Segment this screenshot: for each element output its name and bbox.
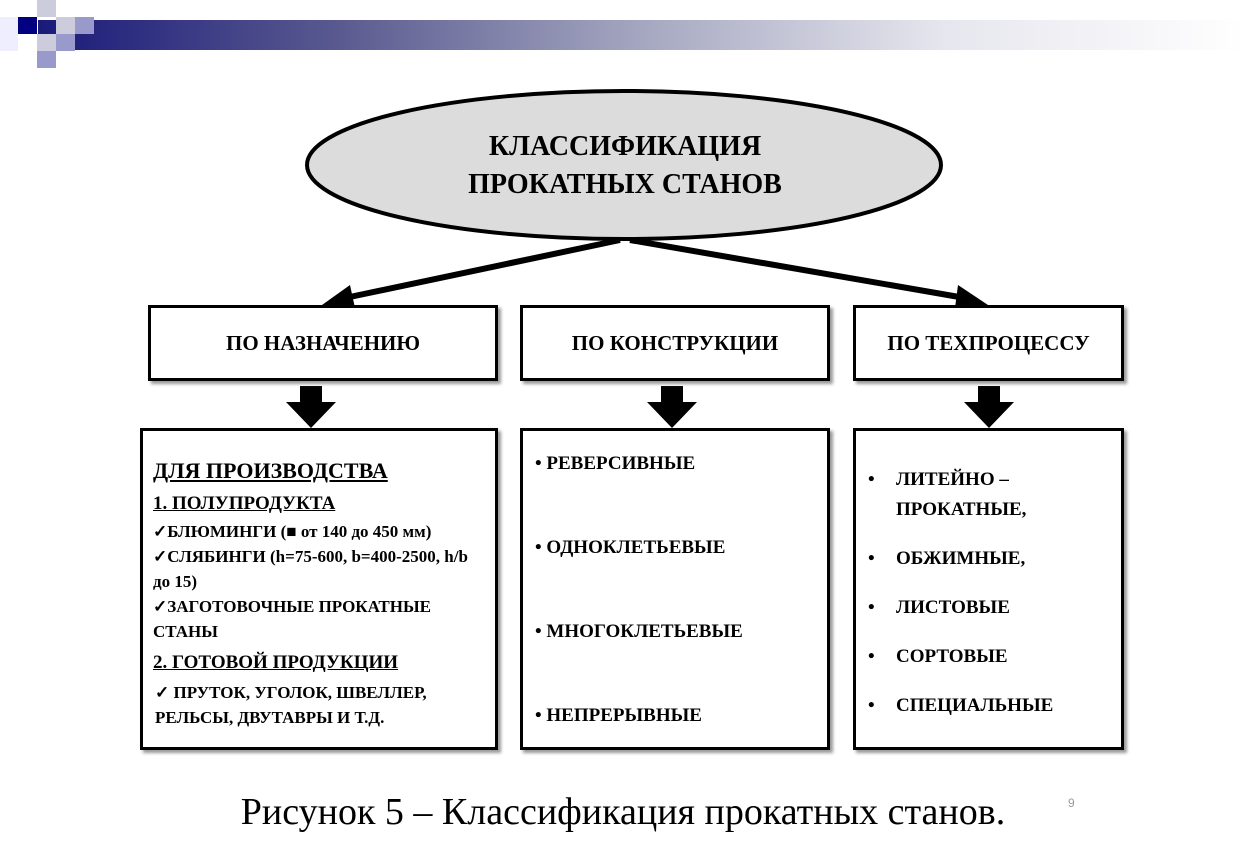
- arrow-head-right: [955, 285, 988, 308]
- arrow-head-left: [322, 285, 355, 308]
- purpose-sub1: 1. ПОЛУПРОДУКТА: [153, 493, 336, 514]
- decor-square: [0, 17, 18, 51]
- list-item: •СПЕЦИАЛЬНЫЕ: [868, 691, 1111, 721]
- decor-square: [37, 51, 56, 68]
- category-label: ПО НАЗНАЧЕНИЮ: [225, 330, 421, 355]
- category-process: ПО ТЕХПРОЦЕССУ: [853, 305, 1124, 381]
- item-text: РЕВЕРСИВНЫЕ: [546, 453, 696, 474]
- category-purpose: ПО НАЗНАЧЕНИЮ: [148, 305, 498, 381]
- arrow-line-left: [344, 237, 621, 301]
- purpose-sub2: 2. ГОТОВОЙ ПРОДУКЦИИ: [153, 652, 399, 673]
- list-item: ✓ЗАГОТОВОЧНЫЕ ПРОКАТНЫЕ СТАНЫ: [153, 597, 432, 641]
- arrow-line-right: [629, 237, 966, 301]
- item-text: СОРТОВЫЕ: [896, 646, 1008, 667]
- decor-square: [18, 17, 37, 34]
- category-label: ПО КОНСТРУКЦИИ: [571, 330, 779, 355]
- category-construction: ПО КОНСТРУКЦИИ: [520, 305, 830, 381]
- list-item: • ОДНОКЛЕТЬЕВЫЕ: [535, 537, 726, 558]
- title-line-1: КЛАССИФИКАЦИЯ: [488, 131, 762, 162]
- construction-details: • РЕВЕРСИВНЫЕ • ОДНОКЛЕТЬЕВЫЕ • МНОГОКЛЕ…: [520, 428, 830, 750]
- title-ellipse: [305, 89, 943, 241]
- down-arrow: [647, 386, 697, 428]
- decor-square: [56, 34, 75, 51]
- decor-square: [37, 0, 56, 17]
- item-text: МНОГОКЛЕТЬЕВЫЕ: [546, 621, 743, 642]
- title-line-2: ПРОКАТНЫХ СТАНОВ: [468, 169, 782, 200]
- purpose-details: ДЛЯ ПРОИЗВОДСТВА 1. ПОЛУПРОДУКТА ✓БЛЮМИН…: [140, 428, 498, 750]
- list-item: •СОРТОВЫЕ: [868, 642, 1111, 672]
- page-number: 9: [1068, 796, 1075, 810]
- down-arrow: [286, 386, 336, 428]
- item-text: ЛИСТОВЫЕ: [896, 597, 1010, 618]
- header-gradient-bar: [38, 20, 1246, 50]
- list-item: • МНОГОКЛЕТЬЕВЫЕ: [535, 621, 743, 642]
- list-item: •ЛИТЕЙНО – ПРОКАТНЫЕ,: [868, 465, 1111, 525]
- item-text: СПЕЦИАЛЬНЫЕ: [896, 695, 1054, 716]
- down-arrow: [964, 386, 1014, 428]
- purpose-heading: ДЛЯ ПРОИЗВОДСТВА: [153, 458, 388, 483]
- category-label: ПО ТЕХПРОЦЕССУ: [887, 330, 1090, 355]
- item-text: ОДНОКЛЕТЬЕВЫЕ: [546, 537, 726, 558]
- item-text: ОБЖИМНЫЕ,: [896, 548, 1026, 569]
- list-item: • РЕВЕРСИВНЫЕ: [535, 453, 696, 474]
- figure-caption: Рисунок 5 – Классификация прокатных стан…: [240, 791, 1006, 833]
- list-item: ✓СЛЯБИНГИ (h=75-600, b=400-2500, h/b до …: [153, 547, 468, 591]
- list-item: •ЛИСТОВЫЕ: [868, 593, 1111, 623]
- list-item: • НЕПРЕРЫВНЫЕ: [535, 705, 702, 726]
- list-item: ✓БЛЮМИНГИ (■ от 140 до 450 мм): [153, 522, 432, 541]
- process-details: •ЛИТЕЙНО – ПРОКАТНЫЕ, •ОБЖИМНЫЕ, •ЛИСТОВ…: [853, 428, 1124, 750]
- diagram-title: КЛАССИФИКАЦИЯ ПРОКАТНЫХ СТАНОВ: [305, 128, 945, 204]
- list-item: ✓ ПРУТОК, УГОЛОК, ШВЕЛЛЕР, РЕЛЬСЫ, ДВУТА…: [155, 683, 427, 727]
- item-text: ЛИТЕЙНО – ПРОКАТНЫЕ,: [896, 469, 1027, 520]
- decor-square: [75, 17, 94, 34]
- decor-square: [56, 17, 75, 34]
- list-item: •ОБЖИМНЫЕ,: [868, 544, 1111, 574]
- item-text: НЕПРЕРЫВНЫЕ: [546, 705, 702, 726]
- decor-square: [37, 34, 56, 51]
